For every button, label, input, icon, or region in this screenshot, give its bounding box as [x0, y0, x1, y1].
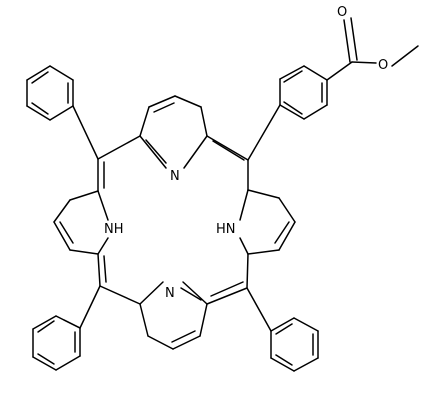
- pyrrole-bottom: N: [139, 281, 208, 350]
- phenyl-ring-top-left: [26, 65, 99, 160]
- pyrrole-left: NH: [53, 190, 124, 255]
- amine-left-label: NH: [104, 222, 124, 237]
- phenyl-ring-bottom-right: [246, 287, 319, 372]
- pyrrole-top: N: [139, 95, 208, 184]
- phenyl-ring-bottom-left: [32, 285, 101, 371]
- carbonyl-oxygen-label: O: [337, 5, 347, 20]
- meso-bridges: [97, 135, 249, 305]
- amine-right-label: HN: [216, 222, 236, 237]
- pyrrole-right: HN: [216, 189, 296, 255]
- methyl-ester-group: O O: [326, 5, 419, 81]
- nitrogen-bottom-label: N: [165, 286, 175, 301]
- nitrogen-top-label: N: [170, 169, 180, 184]
- ester-oxygen-label: O: [378, 58, 388, 73]
- benzoate-ring: [247, 65, 328, 161]
